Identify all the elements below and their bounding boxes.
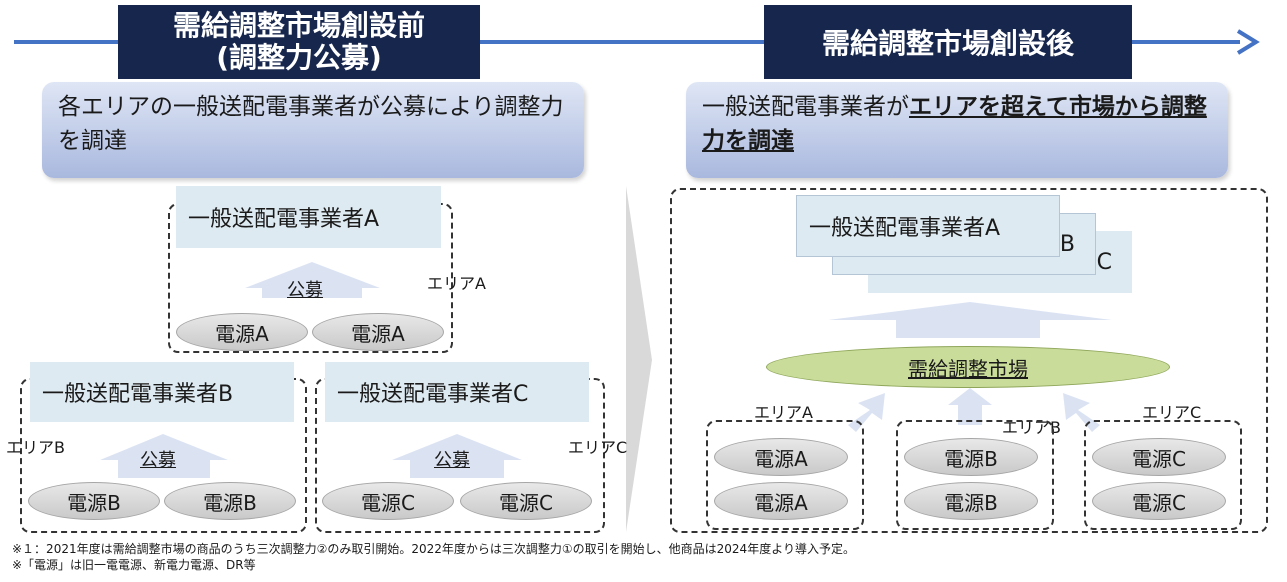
left-title-line1: 需給調整市場創設前 — [172, 9, 425, 42]
right-source-b-2: 電源B — [904, 482, 1038, 520]
right-source-c-1: 電源C — [1092, 438, 1226, 476]
operator-b: 一般送配電事業者B — [30, 362, 294, 422]
market-label: 需給調整市場 — [908, 356, 1028, 381]
market-region-box — [670, 188, 1268, 533]
right-area-c-box — [1084, 420, 1242, 530]
market-ellipse: 需給調整市場 — [766, 346, 1170, 388]
right-description-emphasis: エリアを超えて市場から調整力を調達 — [702, 94, 1207, 154]
left-title: 需給調整市場創設前 (調整力公募) — [118, 5, 480, 79]
source-a-2: 電源A — [312, 313, 444, 351]
source-b-2: 電源B — [164, 482, 296, 520]
right-area-a-box — [706, 420, 864, 530]
arrow-area-b — [948, 388, 992, 425]
left-description: 各エリアの一般送配電事業者が公募により調整力を調達 — [42, 82, 584, 178]
right-source-b-1: 電源B — [904, 438, 1038, 476]
operator-front: 一般送配電事業者A — [796, 195, 1060, 257]
area-a-label: エリアA — [427, 274, 486, 293]
arrow-up-b — [100, 434, 228, 478]
right-source-a-1: 電源A — [714, 438, 848, 476]
right-area-c-label: エリアC — [1142, 403, 1202, 422]
source-c-2: 電源C — [460, 482, 592, 520]
right-area-b-box — [896, 420, 1054, 530]
arrow-up-market — [828, 302, 1112, 338]
footnote-1: ※１：2021年度は需給調整市場の商品のうち三次調整力②のみ取引開始。2022年… — [12, 542, 855, 556]
arrow-up-c — [392, 434, 522, 478]
right-description: 一般送配電事業者がエリアを超えて市場から調整力を調達 — [686, 82, 1228, 178]
procurement-label-c: 公募 — [434, 450, 470, 471]
procurement-label-a: 公募 — [287, 280, 323, 301]
area-b-label: エリアB — [6, 438, 65, 457]
operator-c: 一般送配電事業者C — [325, 362, 589, 422]
area-c-label: エリアC — [568, 438, 628, 457]
left-title-line2: (調整力公募) — [216, 41, 382, 74]
arrow-up-a — [245, 262, 380, 298]
source-c-1: 電源C — [322, 482, 454, 520]
source-a-1: 電源A — [176, 313, 308, 351]
right-title: 需給調整市場創設後 — [764, 5, 1132, 79]
source-b-1: 電源B — [28, 482, 160, 520]
procurement-label-b: 公募 — [140, 450, 176, 471]
right-source-a-2: 電源A — [714, 482, 848, 520]
operator-a: 一般送配電事業者A — [176, 186, 441, 248]
right-description-plain: 一般送配電事業者が — [702, 94, 909, 120]
right-area-a-label: エリアA — [754, 403, 813, 422]
divider-chevron — [626, 186, 652, 532]
footnote-2: ※「電源」は旧一電電源、新電力電源、DR等 — [12, 558, 256, 572]
right-source-c-2: 電源C — [1092, 482, 1226, 520]
